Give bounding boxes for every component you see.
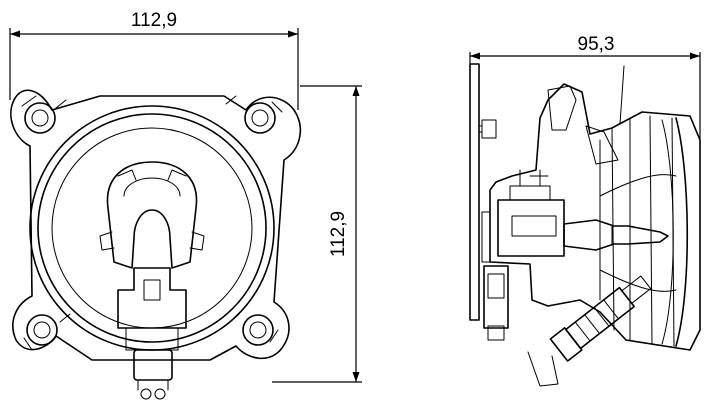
lens-profile: [675, 117, 689, 347]
width-dimension-label: 112,9: [131, 10, 177, 31]
depth-dimension-label: 95,3: [578, 34, 615, 55]
height-dimension-label: 112,9: [328, 211, 349, 257]
housing-inner-ring: [37, 113, 267, 343]
side-view: 95,3: [469, 34, 701, 387]
mounting-hole-top-right: [244, 102, 276, 134]
mounting-hole-bottom-right: [242, 314, 274, 346]
lens-ring: [51, 127, 253, 329]
bulb: [563, 219, 669, 251]
mounting-hole-bottom-left: [26, 314, 58, 346]
connector-block: [117, 267, 187, 329]
connector-plug: [133, 349, 173, 381]
lamp-housing: [489, 83, 701, 351]
front-view: 112,9 112,9: [9, 10, 362, 400]
bulb-socket: [106, 161, 198, 269]
mounting-hole-top-left: [24, 102, 56, 134]
side-connector-plug: [549, 275, 652, 362]
housing-outer-ring: [29, 105, 275, 351]
mounting-flange: [10, 89, 302, 361]
mounting-plate: [469, 63, 480, 321]
terminal-block: [497, 199, 565, 257]
